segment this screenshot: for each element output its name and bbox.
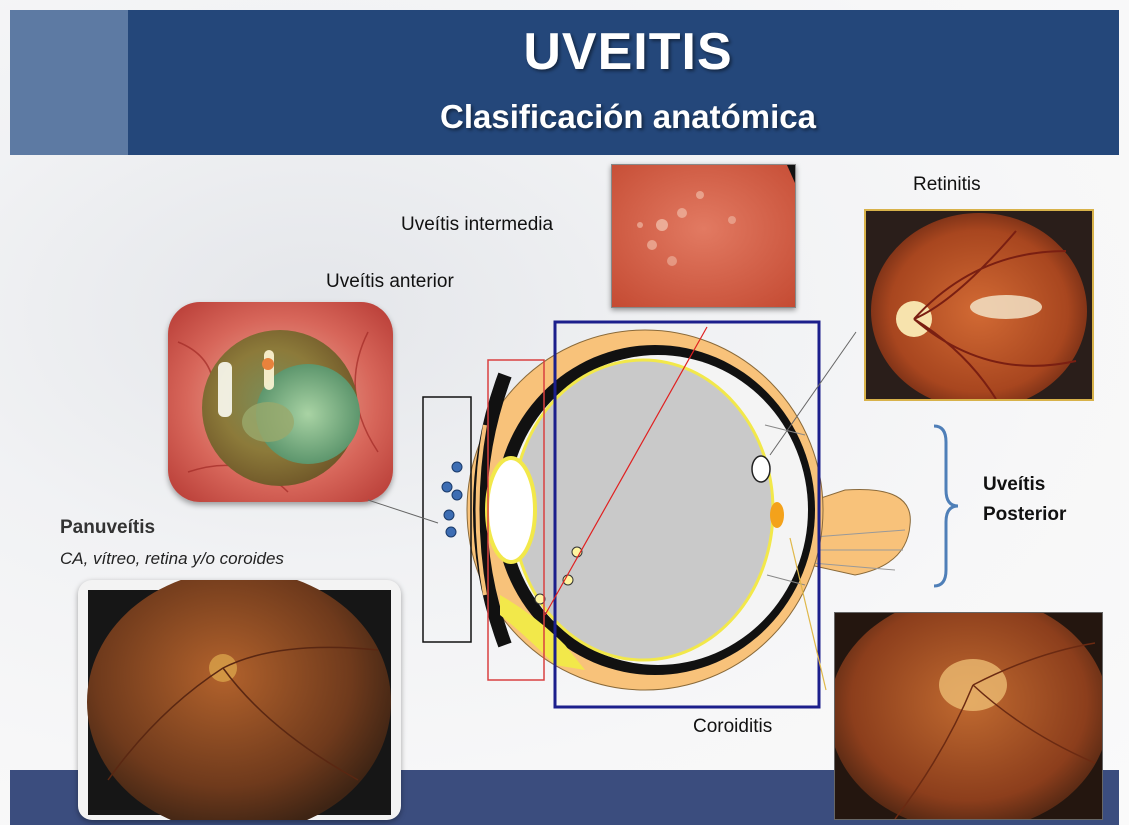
choroidal-lesion [770,502,784,528]
vitreous-body [513,360,773,660]
label-uveitis-posterior-line2: Posterior [983,504,1066,526]
anterior-uveitis-photo [168,302,393,502]
label-uveitis-anterior: Uveítis anterior [326,271,454,293]
lens-shape [487,458,535,562]
label-retinitis: Retinitis [913,174,981,196]
label-panuveitis-detail: CA, vítreo, retina y/o coroides [60,549,284,569]
label-uveitis-intermedia: Uveítis intermedia [401,214,553,236]
anterior-chamber-cell [452,490,462,500]
eye-cross-section-diagram [415,315,925,715]
intermediate-uveitis-photo [611,164,796,308]
retinal-lesion [752,456,770,482]
panuveitis-fundus-photo [78,580,401,820]
label-coroiditis: Coroiditis [693,716,772,738]
label-panuveitis: Panuveítis [60,517,155,539]
slide-title: UVEITIS [128,22,1128,82]
posterior-bracket [930,422,970,590]
slide-subtitle: Clasificación anatómica [128,98,1128,136]
anterior-chamber-cell [446,527,456,537]
label-uveitis-posterior-line1: Uveítis [983,474,1045,496]
anterior-chamber-cell [452,462,462,472]
anterior-chamber-cell [442,482,452,492]
header-accent-block [10,10,128,155]
anterior-chamber-cell [444,510,454,520]
